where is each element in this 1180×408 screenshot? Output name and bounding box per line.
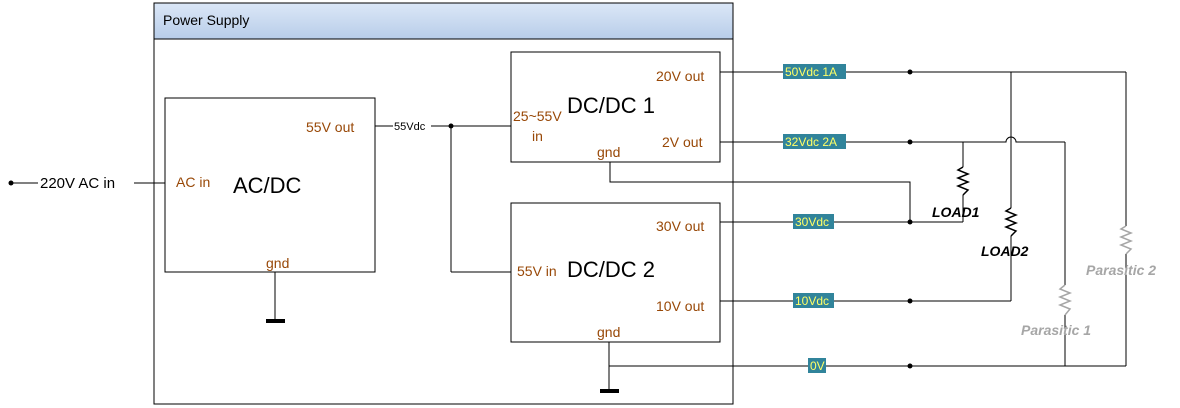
rail-tag-50v-text: 50Vdc 1A [785,65,837,79]
rail-tag-0v: 0V [808,358,826,373]
dcdc1-block: DC/DC 1 25~55V in 20V out 2V out gnd [510,51,721,163]
rail-tag-30v: 30Vdc [793,214,834,229]
dcdc2-name: DC/DC 2 [567,257,655,282]
dcdc2-input-port: 55V in [517,263,557,279]
parasitic1-resistor: Parasitic 1 [1021,284,1091,338]
rail-tag-10v: 10Vdc [793,293,834,308]
rail-tag-30v-text: 30Vdc [795,215,829,229]
dcdc1-out-low: 2V out [662,134,703,150]
dcdc1-input-port-line1: 25~55V [513,108,562,124]
load1-resistor: LOAD1 [932,166,980,220]
rail-tag-50v: 50Vdc 1A [783,64,846,79]
input-label: 220V AC in [40,175,115,192]
dcdc2-block: DC/DC 2 55V in 30V out 10V out gnd [510,202,721,393]
power-supply-title: Power Supply [163,12,249,28]
bus-55v: 55Vdc [375,121,511,273]
bus-label: 55Vdc [394,121,426,133]
load1-label: LOAD1 [932,204,980,220]
ac-dc-input-port: AC in [176,174,210,190]
parasitic2-label: Parasitic 2 [1086,262,1156,278]
load2-resistor: LOAD2 [981,207,1029,259]
ac-dc-name: AC/DC [233,173,302,198]
dcdc2-out-low: 10V out [656,298,704,314]
ac-dc-block: AC/DC AC in 55V out gnd [164,97,376,323]
dcdc2-gnd-label: gnd [597,324,620,340]
parasitic2-resistor: Parasitic 2 [1086,225,1156,278]
dcdc1-gnd-label: gnd [597,144,620,160]
dcdc1-out-high: 20V out [656,68,704,84]
parasitic1-label: Parasitic 1 [1021,322,1091,338]
rail-tag-32v: 32Vdc 2A [783,134,846,149]
dcdc1-name: DC/DC 1 [567,93,655,118]
power-supply-header [153,2,734,40]
dcdc2-out-high: 30V out [656,218,704,234]
dcdc1-input-port-line2: in [532,128,543,144]
ac-input: 220V AC in [8,175,165,192]
ac-dc-gnd-label: gnd [266,255,289,271]
rail-tag-10v-text: 10Vdc [795,294,829,308]
rail-tag-32v-text: 32Vdc 2A [785,135,837,149]
load2-label: LOAD2 [981,243,1029,259]
rail-tag-0v-text: 0V [810,359,825,373]
ac-dc-output-port: 55V out [306,119,354,135]
